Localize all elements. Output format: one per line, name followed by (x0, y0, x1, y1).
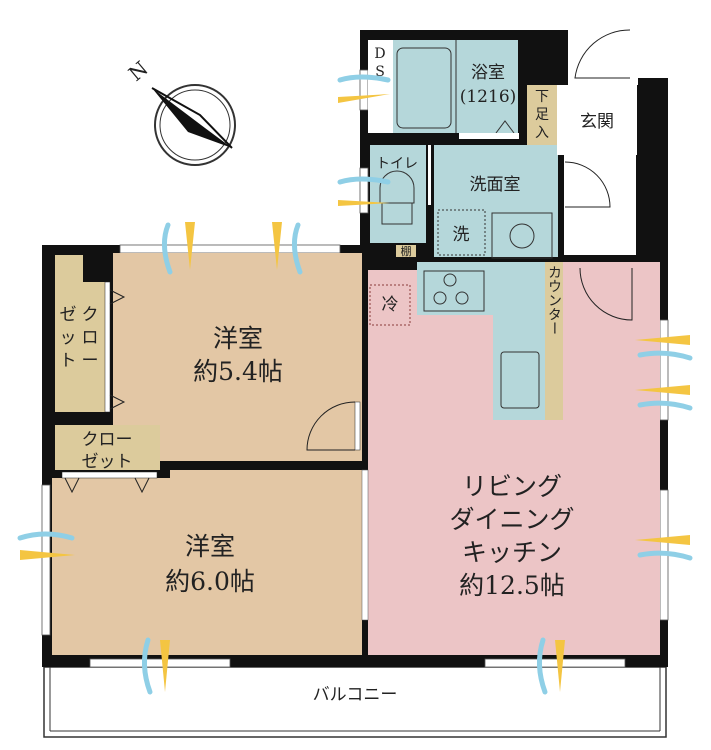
toilet-label: トイレ (376, 156, 418, 172)
washroom (434, 145, 558, 257)
shoe-box-char: 入 (535, 125, 549, 141)
shoe-box (527, 85, 557, 145)
closet-v-char: ク (82, 305, 99, 325)
ds (368, 40, 393, 133)
closet-v-char: ト (60, 351, 77, 371)
balcony-label: バルコニー (313, 685, 398, 705)
closet-v-char: ー (82, 351, 99, 371)
bathtub (396, 47, 452, 129)
closet-v-char: ロ (82, 328, 99, 348)
bathroom-spec: (1216) (460, 87, 517, 107)
closet-h-line1: クロー (82, 430, 133, 450)
closet-h-line2: ゼット (82, 452, 133, 472)
storage-door-arc (564, 161, 611, 208)
wind-markers (17, 74, 693, 695)
door-arc-room-1 (306, 401, 356, 451)
door-arc-ldk (579, 267, 633, 321)
entry-door-arc (574, 29, 631, 79)
fridge-space (369, 284, 411, 326)
kitchen (417, 262, 545, 420)
entrance (557, 85, 637, 155)
toilet-room (370, 145, 426, 243)
shelf (396, 245, 416, 257)
ldk-line3: キッチン (462, 538, 562, 567)
closet-v-char: ゼ (60, 305, 77, 325)
western-room-2-size: 約6.0帖 (165, 567, 255, 596)
ldk-size: 約12.5帖 (459, 571, 565, 600)
closet-vertical (55, 282, 105, 412)
western-room-1-size: 約5.4帖 (193, 357, 283, 386)
ds-char: S (375, 64, 385, 80)
washroom-label: 洗面室 (470, 175, 521, 195)
counter (545, 262, 563, 420)
closet-horizontal (55, 425, 160, 472)
bathroom-name: 浴室 (471, 63, 505, 83)
compass: N (124, 56, 236, 166)
western-room-1-name: 洋室 (213, 324, 263, 353)
western-room-2 (52, 478, 362, 655)
fridge-label: 冷 (382, 295, 399, 315)
washer-space (437, 209, 486, 256)
ldk-line2: ダイニング (449, 505, 574, 534)
closet-v-char: ッ (60, 328, 77, 348)
ventilation-markers (20, 94, 690, 692)
shoe-box-char: 足 (535, 107, 549, 123)
shelf-label: 棚 (401, 244, 412, 258)
ldk-line1: リビング (462, 472, 562, 501)
sink (500, 351, 540, 409)
north-label: N (124, 56, 153, 86)
western-room-2-name: 洋室 (185, 532, 235, 561)
shoe-box-char: 下 (535, 89, 549, 105)
ds-char: D (374, 46, 385, 62)
washer-label: 洗 (453, 225, 470, 245)
entrance-label: 玄関 (580, 112, 614, 132)
wash-basin (491, 212, 553, 259)
counter-label: カウンター (546, 265, 562, 335)
